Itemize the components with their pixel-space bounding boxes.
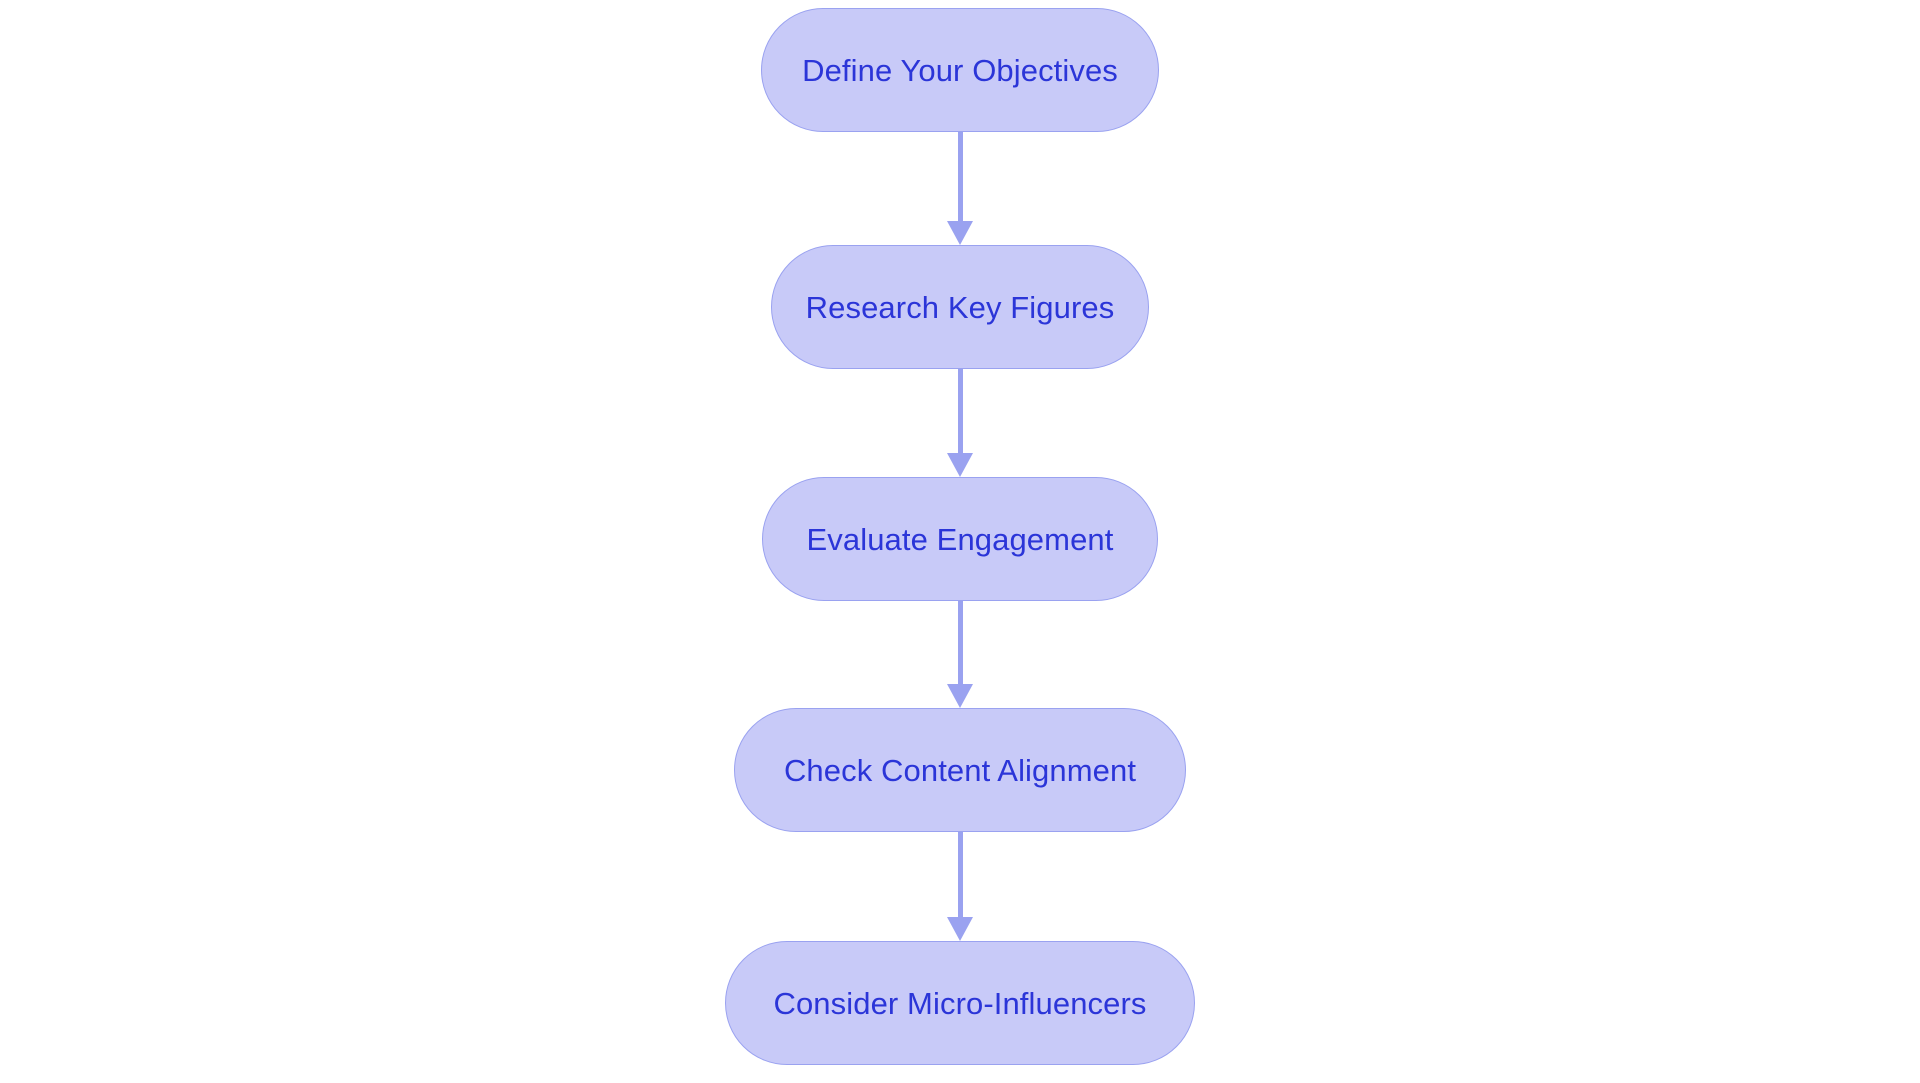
flow-node-consider-micro-influencers[interactable]: Consider Micro-Influencers — [725, 941, 1195, 1065]
flow-node-check-content-alignment[interactable]: Check Content Alignment — [734, 708, 1186, 832]
arrowhead-down-icon — [947, 684, 973, 708]
connector-line — [957, 601, 963, 684]
flow-node-label: Check Content Alignment — [783, 752, 1137, 788]
flow-node-define-your-objectives[interactable]: Define Your Objectives — [761, 8, 1159, 132]
flow-node-evaluate-engagement[interactable]: Evaluate Engagement — [762, 477, 1158, 601]
arrowhead-down-icon — [947, 221, 973, 245]
flow-node-label: Define Your Objectives — [802, 52, 1118, 88]
flow-node-research-key-figures[interactable]: Research Key Figures — [771, 245, 1149, 369]
connector-line — [957, 832, 963, 917]
connector-line — [957, 369, 963, 453]
connector-line — [957, 132, 963, 221]
flow-edge-n3-to-n4 — [947, 601, 973, 708]
arrowhead-down-icon — [947, 453, 973, 477]
flow-node-label: Evaluate Engagement — [806, 521, 1114, 557]
flow-edge-n1-to-n2 — [947, 132, 973, 245]
flow-node-label: Consider Micro-Influencers — [773, 985, 1147, 1021]
flow-edge-n2-to-n3 — [947, 369, 973, 477]
flow-node-label: Research Key Figures — [805, 289, 1115, 325]
arrowhead-down-icon — [947, 917, 973, 941]
flow-edge-n4-to-n5 — [947, 832, 973, 941]
